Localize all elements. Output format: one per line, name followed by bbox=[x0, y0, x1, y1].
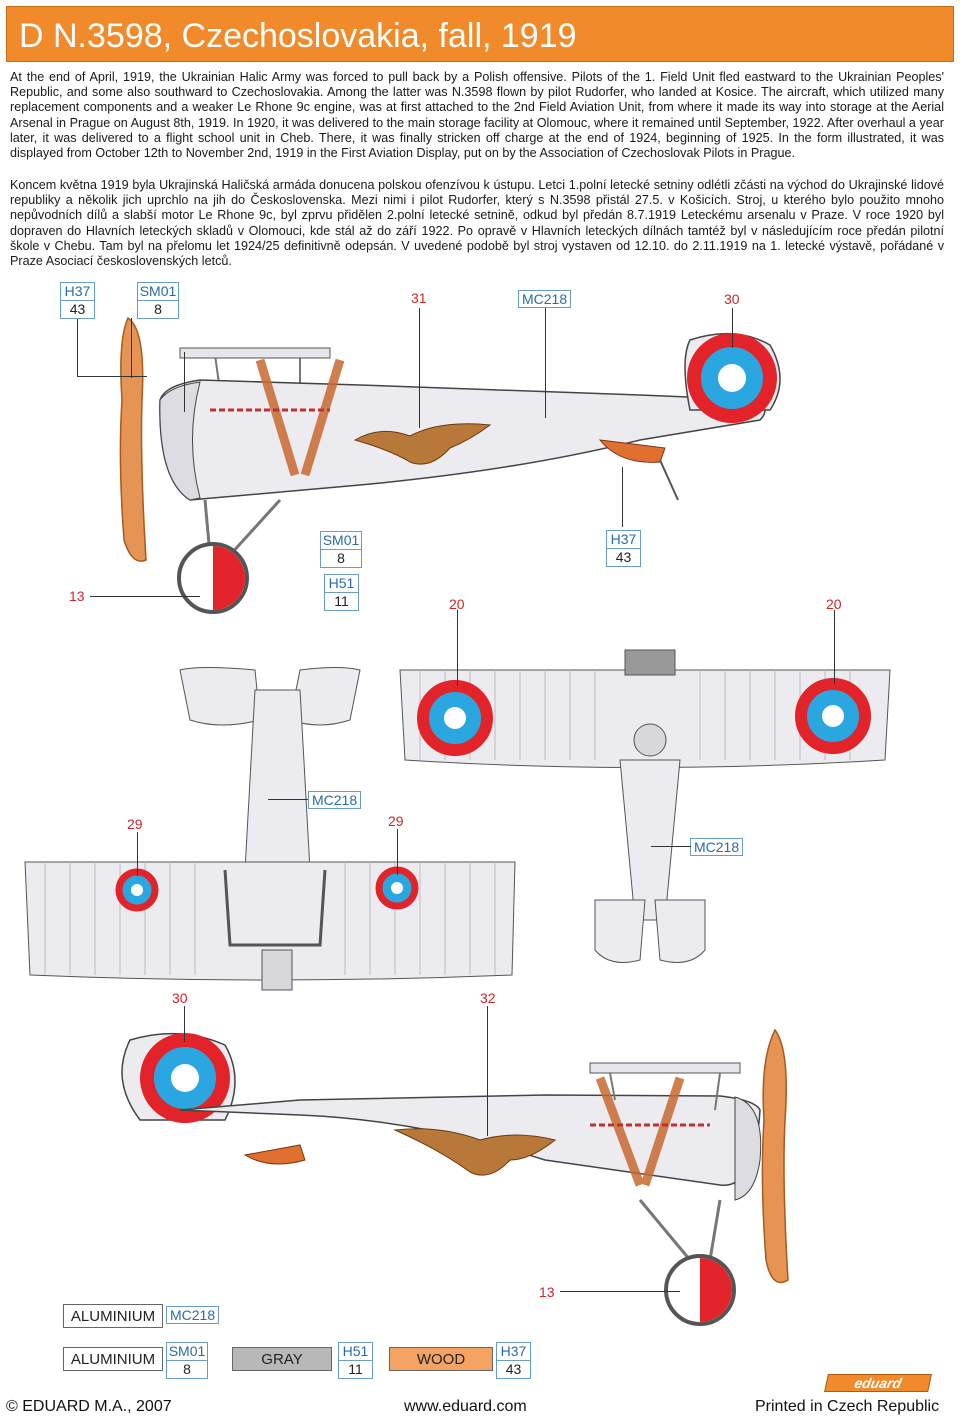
color-number: 11 bbox=[348, 1361, 363, 1377]
color-callout-mc218: MC218 bbox=[308, 791, 362, 809]
color-number: 11 bbox=[334, 593, 349, 609]
leader-line bbox=[184, 1006, 185, 1042]
legend-swatch-aluminium: ALUMINIUM bbox=[63, 1304, 163, 1328]
legend-name: ALUMINIUM bbox=[70, 1307, 156, 1325]
leader-line bbox=[77, 316, 78, 376]
leader-line bbox=[131, 318, 132, 378]
color-code: SM01 bbox=[321, 532, 361, 550]
color-number: 43 bbox=[615, 549, 632, 565]
page-title: D N.3598, Czechoslovakia, fall, 1919 bbox=[19, 17, 577, 55]
decal-number: 13 bbox=[539, 1284, 555, 1300]
upper-view bbox=[399, 649, 891, 963]
color-code: H37 bbox=[607, 531, 640, 549]
legend-name: WOOD bbox=[416, 1350, 466, 1368]
legend-code-box: H37 43 bbox=[496, 1342, 531, 1379]
side-view-left bbox=[119, 316, 781, 614]
leader-line bbox=[732, 308, 733, 348]
color-code: H51 bbox=[339, 1343, 372, 1361]
color-code: H37 bbox=[61, 283, 94, 301]
leader-line bbox=[268, 799, 308, 800]
legend-swatch-wood: WOOD bbox=[389, 1347, 493, 1371]
color-callout-h37: H37 43 bbox=[606, 530, 641, 567]
leader-line bbox=[622, 467, 623, 527]
title-bar: D N.3598, Czechoslovakia, fall, 1919 bbox=[6, 6, 954, 62]
decal-number: 29 bbox=[127, 816, 143, 832]
color-number: 8 bbox=[154, 301, 162, 317]
decal-number: 32 bbox=[480, 990, 496, 1006]
decal-number: 20 bbox=[826, 596, 842, 612]
legend-code-box: SM01 8 bbox=[166, 1342, 208, 1379]
legend-name: GRAY bbox=[261, 1350, 303, 1368]
leader-line bbox=[834, 610, 835, 684]
decal-number: 30 bbox=[172, 990, 188, 1006]
color-code: SM01 bbox=[167, 1343, 207, 1361]
legend-code: MC218 bbox=[166, 1306, 220, 1324]
eduard-logo: eduard bbox=[824, 1374, 932, 1392]
decal-number: 13 bbox=[69, 588, 85, 604]
color-number: 43 bbox=[69, 301, 86, 317]
footer-url[interactable]: www.eduard.com bbox=[404, 1398, 527, 1415]
decal-number: 29 bbox=[388, 813, 404, 829]
side-view-right bbox=[121, 1028, 789, 1326]
leader-line bbox=[397, 829, 398, 875]
color-number: 8 bbox=[337, 550, 345, 566]
leader-line bbox=[90, 596, 200, 597]
decal-number: 31 bbox=[411, 290, 427, 306]
leader-line bbox=[457, 610, 458, 686]
leader-line bbox=[184, 352, 185, 412]
color-code: H37 bbox=[497, 1343, 530, 1361]
decal-number: 30 bbox=[724, 291, 740, 307]
leader-line bbox=[137, 832, 138, 876]
decal-number: 20 bbox=[449, 596, 465, 612]
color-code: SM01 bbox=[138, 283, 178, 301]
legend-swatch-aluminium: ALUMINIUM bbox=[63, 1347, 163, 1371]
leader-line bbox=[560, 1291, 680, 1292]
legend-name: ALUMINIUM bbox=[70, 1350, 156, 1368]
color-number: 43 bbox=[505, 1361, 522, 1377]
description-czech: Koncem května 1919 byla Ukrajinská Halič… bbox=[10, 178, 944, 269]
leader-line bbox=[651, 846, 691, 847]
color-callout-sm01: SM01 8 bbox=[137, 282, 179, 319]
color-number: 8 bbox=[183, 1361, 191, 1377]
leader-line bbox=[419, 308, 420, 428]
legend-code-box: H51 11 bbox=[338, 1342, 373, 1379]
color-code: H51 bbox=[325, 575, 358, 593]
leader-line bbox=[77, 376, 147, 377]
footer-printed: Printed in Czech Republic bbox=[755, 1398, 940, 1415]
leader-line bbox=[545, 308, 546, 418]
color-callout-sm01: SM01 8 bbox=[320, 531, 362, 568]
color-callout-h37: H37 43 bbox=[60, 282, 95, 319]
description-english: At the end of April, 1919, the Ukrainian… bbox=[10, 70, 944, 161]
legend-swatch-gray: GRAY bbox=[232, 1347, 332, 1371]
underside-view bbox=[24, 667, 516, 991]
color-callout-mc218: MC218 bbox=[690, 838, 744, 856]
color-callout-h51: H51 11 bbox=[324, 574, 359, 611]
color-callout-mc218: MC218 bbox=[518, 290, 572, 308]
footer-copyright: © EDUARD M.A., 2007 bbox=[6, 1398, 172, 1415]
leader-line bbox=[487, 1006, 488, 1136]
